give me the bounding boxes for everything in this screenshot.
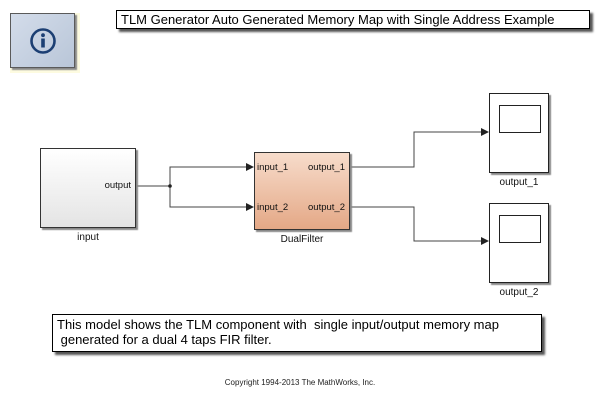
input-block[interactable]: output: [40, 148, 136, 228]
scope-output-1[interactable]: [489, 93, 549, 173]
description-annotation: This model shows the TLM component with …: [52, 314, 542, 352]
copyright-text: Copyright 1994-2013 The MathWorks, Inc.: [224, 378, 376, 387]
scope-output-2-label: output_2: [499, 287, 539, 298]
scope-output-2[interactable]: [489, 203, 549, 283]
input-block-label: input: [77, 232, 99, 243]
description-line-1: This model shows the TLM component with …: [57, 317, 499, 332]
title-annotation: TLM Generator Auto Generated Memory Map …: [116, 10, 590, 29]
scope-screen-icon: [499, 215, 541, 243]
signal-to-input1: [169, 163, 254, 186]
dualfilter-block[interactable]: input_1 input_2 output_1 output_2: [254, 152, 350, 230]
port-input-2: input_2: [257, 202, 289, 213]
description-line-2: generated for a dual 4 taps FIR filter.: [57, 332, 272, 347]
branch-point: [168, 184, 172, 188]
signal-output2: [350, 206, 489, 245]
input-block-port-output: output: [104, 180, 131, 191]
port-input-1: input_1: [257, 162, 289, 173]
signal-output1: [350, 128, 489, 168]
scope-screen-icon: [499, 105, 541, 133]
info-button[interactable]: [10, 13, 75, 68]
info-icon: [29, 27, 56, 54]
dualfilter-block-label: DualFilter: [280, 234, 324, 245]
port-output-2: output_2: [308, 202, 345, 213]
port-output-1: output_1: [308, 162, 345, 173]
signal-to-input2: [169, 186, 254, 211]
scope-output-1-label: output_1: [499, 177, 539, 188]
